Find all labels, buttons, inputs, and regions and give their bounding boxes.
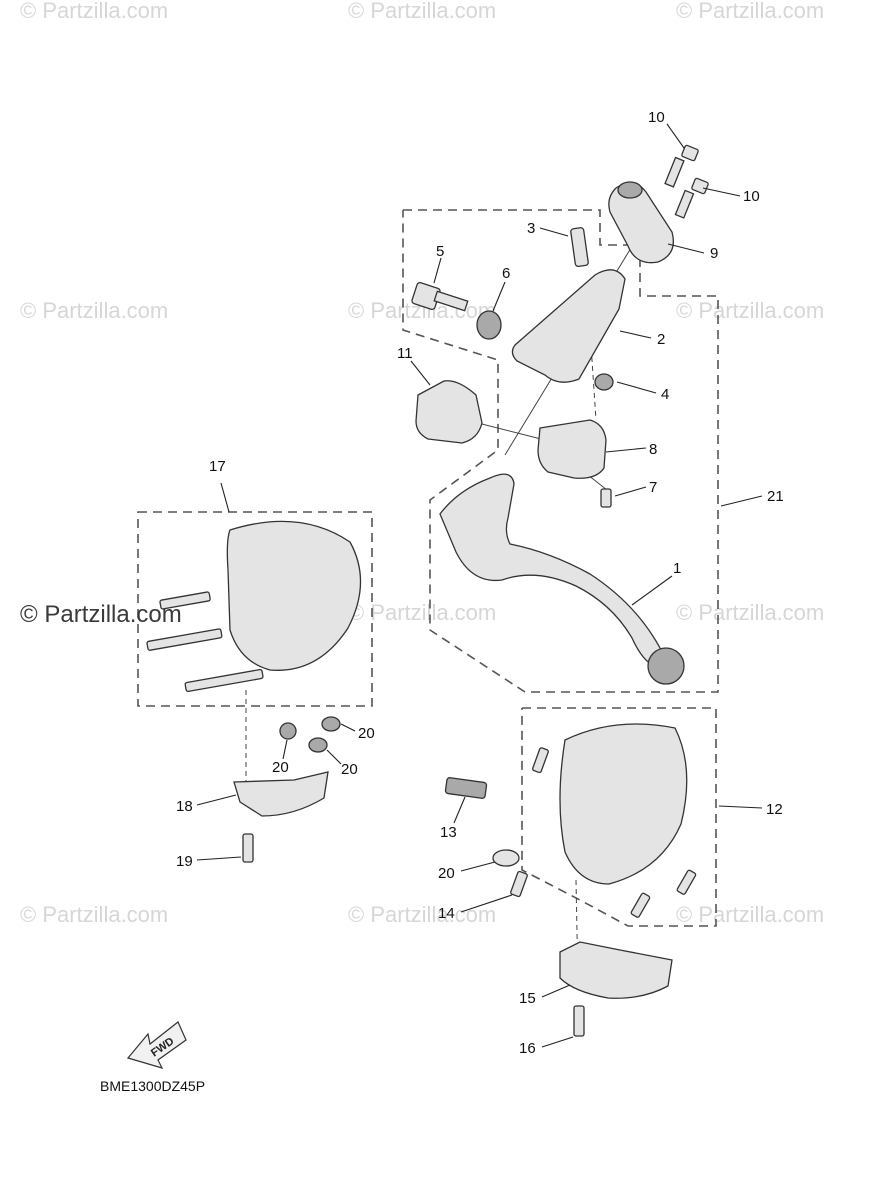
guide-icon [308, 737, 328, 753]
watermark: © Partzilla.com [20, 902, 168, 927]
switch-bracket-icon [559, 941, 673, 999]
clamp-holder-icon [608, 181, 675, 264]
connector-icon [444, 777, 488, 799]
callout-7: 7 [649, 479, 657, 496]
screw-icon [532, 747, 549, 774]
bolt-icon [664, 144, 699, 188]
callout-10: 10 [648, 109, 665, 126]
nut-icon [594, 373, 614, 391]
watermark: © Partzilla.com [348, 902, 496, 927]
callout-20: 20 [438, 865, 455, 882]
adjuster-screw-icon [411, 281, 469, 312]
left-handlebar-switch-icon [226, 520, 362, 671]
screw-icon [510, 870, 528, 898]
callout-20: 20 [272, 759, 289, 776]
diagram-code: BME1300DZ45P [100, 1078, 205, 1094]
callout-18: 18 [176, 798, 193, 815]
watermark: © Partzilla.com [20, 0, 168, 23]
bolt-icon [242, 833, 254, 863]
switch-bracket-icon [233, 771, 329, 817]
callout-21: 21 [767, 488, 784, 505]
callout-11: 11 [397, 345, 413, 362]
screw-icon [146, 591, 264, 693]
forward-arrow-icon: FWD [126, 1021, 187, 1069]
callout-6: 6 [502, 265, 510, 282]
bolt-icon [573, 1005, 585, 1037]
callout-20: 20 [341, 761, 358, 778]
bolt-icon [674, 177, 709, 219]
assembly-outline-12 [521, 707, 717, 927]
guide-icon [279, 722, 297, 740]
watermark: © Partzilla.com [676, 600, 824, 625]
callout-14: 14 [438, 905, 455, 922]
callout-numbers: 10 10 9 3 5 6 2 4 11 8 7 21 1 17 20 20 2… [176, 109, 784, 1057]
screw-icon [630, 892, 651, 918]
clutch-switch-icon [415, 380, 483, 444]
band-icon [492, 849, 520, 867]
watermark: © Partzilla.com [676, 902, 824, 927]
assembly-outline-21 [402, 209, 719, 693]
screw-icon [676, 869, 697, 895]
callout-9: 9 [710, 245, 718, 262]
watermark: © Partzilla.com [676, 0, 824, 23]
watermarks: © Partzilla.com © Partzilla.com © Partzi… [20, 0, 824, 927]
callout-12: 12 [766, 801, 783, 818]
leader-lines [196, 123, 763, 1048]
callout-16: 16 [519, 1040, 536, 1057]
watermark-featured: © Partzilla.com [20, 601, 182, 628]
guide-icon [321, 716, 341, 732]
starter-switch-icon [537, 419, 607, 479]
watermark: © Partzilla.com [348, 0, 496, 23]
callout-20: 20 [358, 725, 375, 742]
assembly-outline-17 [137, 511, 373, 707]
callout-5: 5 [436, 243, 444, 260]
callout-17: 17 [209, 458, 226, 475]
screw-icon [600, 488, 612, 508]
lever-bracket-icon [511, 269, 626, 383]
watermark: © Partzilla.com [20, 298, 168, 323]
watermark: © Partzilla.com [348, 600, 496, 625]
pivot-pin-icon [570, 227, 589, 268]
callout-13: 13 [440, 824, 457, 841]
grommet-icon [476, 310, 502, 340]
callout-19: 19 [176, 853, 193, 870]
watermark: © Partzilla.com [676, 298, 824, 323]
callout-4: 4 [661, 386, 669, 403]
callout-10: 10 [743, 188, 760, 205]
callout-1: 1 [673, 560, 681, 577]
callout-15: 15 [519, 990, 536, 1007]
lever-ball-end-icon [647, 647, 685, 685]
right-handlebar-switch-icon [559, 723, 688, 885]
callout-3: 3 [527, 220, 535, 237]
callout-8: 8 [649, 441, 657, 458]
callout-2: 2 [657, 331, 665, 348]
clutch-lever-icon [439, 473, 663, 667]
